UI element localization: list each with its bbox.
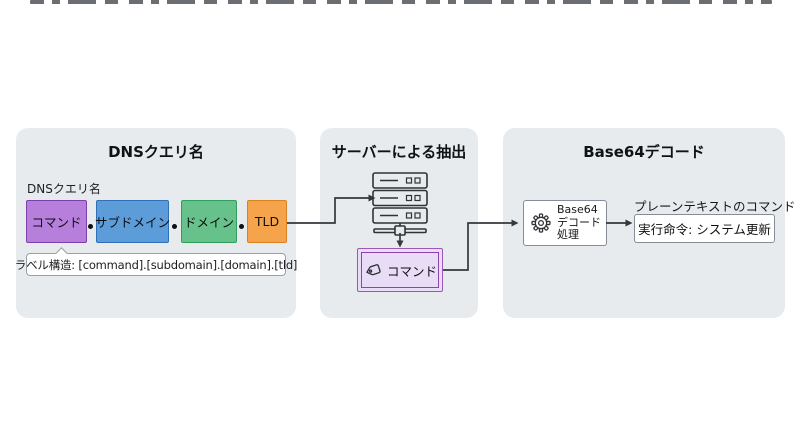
decode-line-2: デコード	[557, 215, 601, 229]
segment-tld: TLD	[247, 200, 287, 243]
extracted-command-label: コマンド	[386, 263, 437, 279]
panel-title-server-extraction: サーバーによる抽出	[331, 143, 467, 161]
tag-icon	[366, 263, 381, 275]
segment-domain: ドメイン	[181, 200, 237, 243]
decode-process-text: Base64 デコード 処理	[557, 204, 601, 242]
clipped-top-text-remnant	[30, 0, 772, 4]
segment-subdomain: サブドメイン	[95, 200, 170, 243]
segment-command: コマンド	[26, 200, 87, 243]
server-icon	[372, 172, 428, 236]
dot-separator-icon	[172, 224, 177, 229]
executed-command-box: 実行命令: システム更新	[634, 214, 775, 243]
panel-base64-decode: Base64デコード Base64 デコード	[503, 128, 796, 318]
gear-icon	[531, 213, 551, 233]
extracted-command-inner: コマンド	[361, 252, 439, 288]
decode-line-1: Base64	[557, 203, 598, 217]
panel-title-dns-query: DNSクエリ名	[108, 143, 204, 161]
plaintext-command-label: プレーンテキストのコマンド	[634, 199, 796, 214]
panel-title-base64-decode: Base64デコード	[583, 143, 705, 161]
dot-separator-icon	[88, 224, 93, 229]
panel-server-extraction: サーバーによる抽出	[320, 128, 478, 318]
dot-separator-icon	[239, 224, 244, 229]
dns-query-name-label: DNSクエリ名	[27, 182, 101, 196]
label-structure-callout: ラベル構造: [command].[subdomain].[domain].[t…	[15, 253, 297, 276]
decode-line-3: 処理	[557, 228, 579, 242]
panel-dns-query-name: DNSクエリ名 DNSクエリ名 コマンド サブドメイン ドメイン TLD ラベル…	[15, 128, 297, 318]
base64-decode-process-box: Base64 デコード 処理	[523, 200, 607, 246]
extracted-command-box: コマンド	[357, 248, 443, 292]
